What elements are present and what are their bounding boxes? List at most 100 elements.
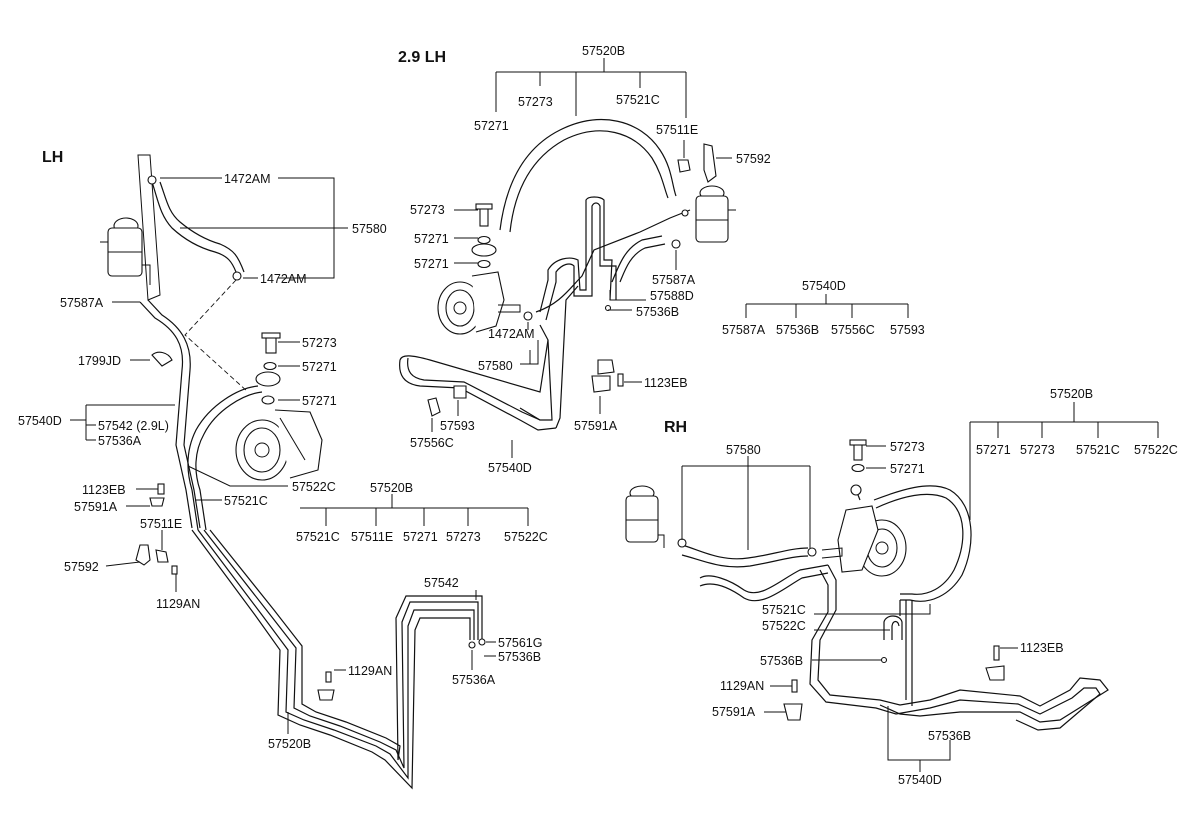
lh-fitting-57561g (478, 638, 486, 646)
lh29-label-1123eb: 1123EB (644, 376, 688, 390)
lh29-reservoir (695, 185, 736, 243)
lh29-part-57593 (453, 385, 467, 399)
lh29-group-57273: 57273 (518, 95, 553, 109)
lh-fitting-57536a (468, 641, 476, 649)
lh-clamp-bottom (232, 271, 242, 281)
lh-label-1129an: 1129AN (156, 597, 200, 611)
lh-label-57592: 57592 (64, 560, 99, 574)
lh-label-1123eb: 1123EB (82, 483, 126, 497)
lh29-label-57540d: 57540D (488, 461, 532, 475)
rh-label-1123eb: 1123EB (1020, 641, 1064, 655)
lh29-group-57536b: 57536B (776, 323, 819, 337)
lh-bolt-1123eb (157, 483, 165, 495)
lh-group-57521c: 57521C (296, 530, 340, 544)
lh-clamp-57511e (155, 549, 169, 563)
rh-label-1129an: 1129AN (720, 679, 764, 693)
rh-label-57591a: 57591A (712, 705, 756, 719)
lh29-label-57592: 57592 (736, 152, 771, 166)
section-title-rh: RH (664, 419, 687, 436)
lh29-group-57271: 57271 (474, 119, 509, 133)
lh-group-57273: 57273 (446, 530, 481, 544)
lh-section: 1472AM 57580 1472AM 57587A 57273 57271 1… (18, 154, 548, 790)
lh29-clamp-57587a (671, 239, 681, 249)
rh-bolt-1129an (791, 679, 798, 693)
lh-bolt-1129an (171, 565, 178, 575)
lh-bolt-1129an-2 (325, 671, 332, 683)
lh29-pump (437, 271, 521, 335)
lh-label-57511e: 57511E (140, 517, 182, 531)
lh-label-57536a: 57536A (98, 434, 142, 448)
lh29-label-57588d: 57588D (650, 289, 694, 303)
rh-group-57273: 57273 (1020, 443, 1055, 457)
rh-reservoir (625, 485, 665, 548)
rh-label-57536b: 57536B (760, 654, 803, 668)
lh29-fitting-ring (471, 243, 497, 257)
lh-clamp-lower (317, 689, 335, 701)
lh-clamp-top (147, 175, 157, 185)
lh-label-57540d: 57540D (18, 414, 62, 428)
rh-fitting-top (850, 484, 862, 496)
lh29-label-57273: 57273 (410, 203, 445, 217)
lh-clamp-57591a (149, 497, 165, 507)
lh-group-57511e: 57511E (351, 530, 393, 544)
lh29-section: 57520B 57273 57521C 57271 57511E 57592 5… (399, 44, 925, 475)
rh-label-57520b-head: 57520B (1050, 387, 1093, 401)
rh-clamp-left (677, 538, 687, 548)
rh-label-57521c: 57521C (762, 603, 806, 617)
lh29-label-57511e: 57511E (656, 123, 698, 137)
rh-label-57522c: 57522C (762, 619, 806, 633)
lh29-clamp-57591a (591, 375, 611, 393)
lh-label-57520b-head: 57520B (370, 481, 413, 495)
rh-clamp-upper (985, 665, 1005, 681)
lh29-group-57593: 57593 (890, 323, 925, 337)
lh29-bolt-1123eb (617, 373, 624, 387)
lh-label-57520b: 57520B (268, 737, 311, 751)
lh-label-1472am-top: 1472AM (224, 172, 271, 186)
rh-clamp-57591a (783, 703, 803, 721)
lh29-clamp-57511e (677, 159, 691, 173)
lh-clip-1799jd (151, 351, 173, 367)
lh29-label-1472am: 1472AM (488, 327, 535, 341)
lh-washer2-icon (261, 395, 275, 405)
lh-label-57521c: 57521C (224, 494, 268, 508)
lh-label-57522c: 57522C (292, 480, 336, 494)
lh29-label-57540d-head: 57540D (802, 279, 846, 293)
lh-label-57536a-2: 57536A (452, 673, 496, 687)
lh29-part-57556c (427, 397, 441, 417)
rh-group-57521c: 57521C (1076, 443, 1120, 457)
lh-bracket-57592 (135, 544, 151, 566)
lh-label-57591a: 57591A (74, 500, 118, 514)
lh-label-1799jd: 1799JD (78, 354, 121, 368)
lh29-label-57580: 57580 (478, 359, 513, 373)
lh29-washer2-icon (477, 259, 491, 269)
lh-washer-icon (263, 361, 277, 371)
lh29-clamp-1472am (523, 311, 533, 321)
section-title-lh-29: 2.9 LH (398, 49, 446, 66)
lh29-label-57591a: 57591A (574, 419, 618, 433)
rh-section: 57520B 57271 57273 57521C 57522C 57273 5… (625, 387, 1178, 787)
lh-label-57542: 57542 (424, 576, 459, 590)
lh-label-57271-b: 57271 (302, 394, 337, 408)
lh-label-1472am-bottom: 1472AM (260, 272, 307, 286)
lh29-bolt-icon (479, 207, 489, 227)
rh-group-57522c: 57522C (1134, 443, 1178, 457)
lh29-label-57556c: 57556C (410, 436, 454, 450)
lh-group-57522c: 57522C (504, 530, 548, 544)
lh29-clip-upper (597, 359, 615, 375)
lh29-label-57271-b: 57271 (414, 257, 449, 271)
lh-label-57561g: 57561G (498, 636, 542, 650)
lh-pump (235, 409, 323, 481)
lh29-label-57587a: 57587A (652, 273, 696, 287)
rh-label-57273: 57273 (890, 440, 925, 454)
lh-label-57536b: 57536B (498, 650, 541, 664)
lh29-label-57593: 57593 (440, 419, 475, 433)
lh29-label-57536b: 57536B (636, 305, 679, 319)
lh29-label-57271-a: 57271 (414, 232, 449, 246)
rh-label-57580: 57580 (726, 443, 761, 457)
lh-label-57542-29l: 57542 (2.9L) (98, 419, 169, 433)
lh-mount-bar (137, 154, 161, 301)
rh-group-57271: 57271 (976, 443, 1011, 457)
rh-label-57540d: 57540D (898, 773, 942, 787)
lh29-group-57521c: 57521C (616, 93, 660, 107)
